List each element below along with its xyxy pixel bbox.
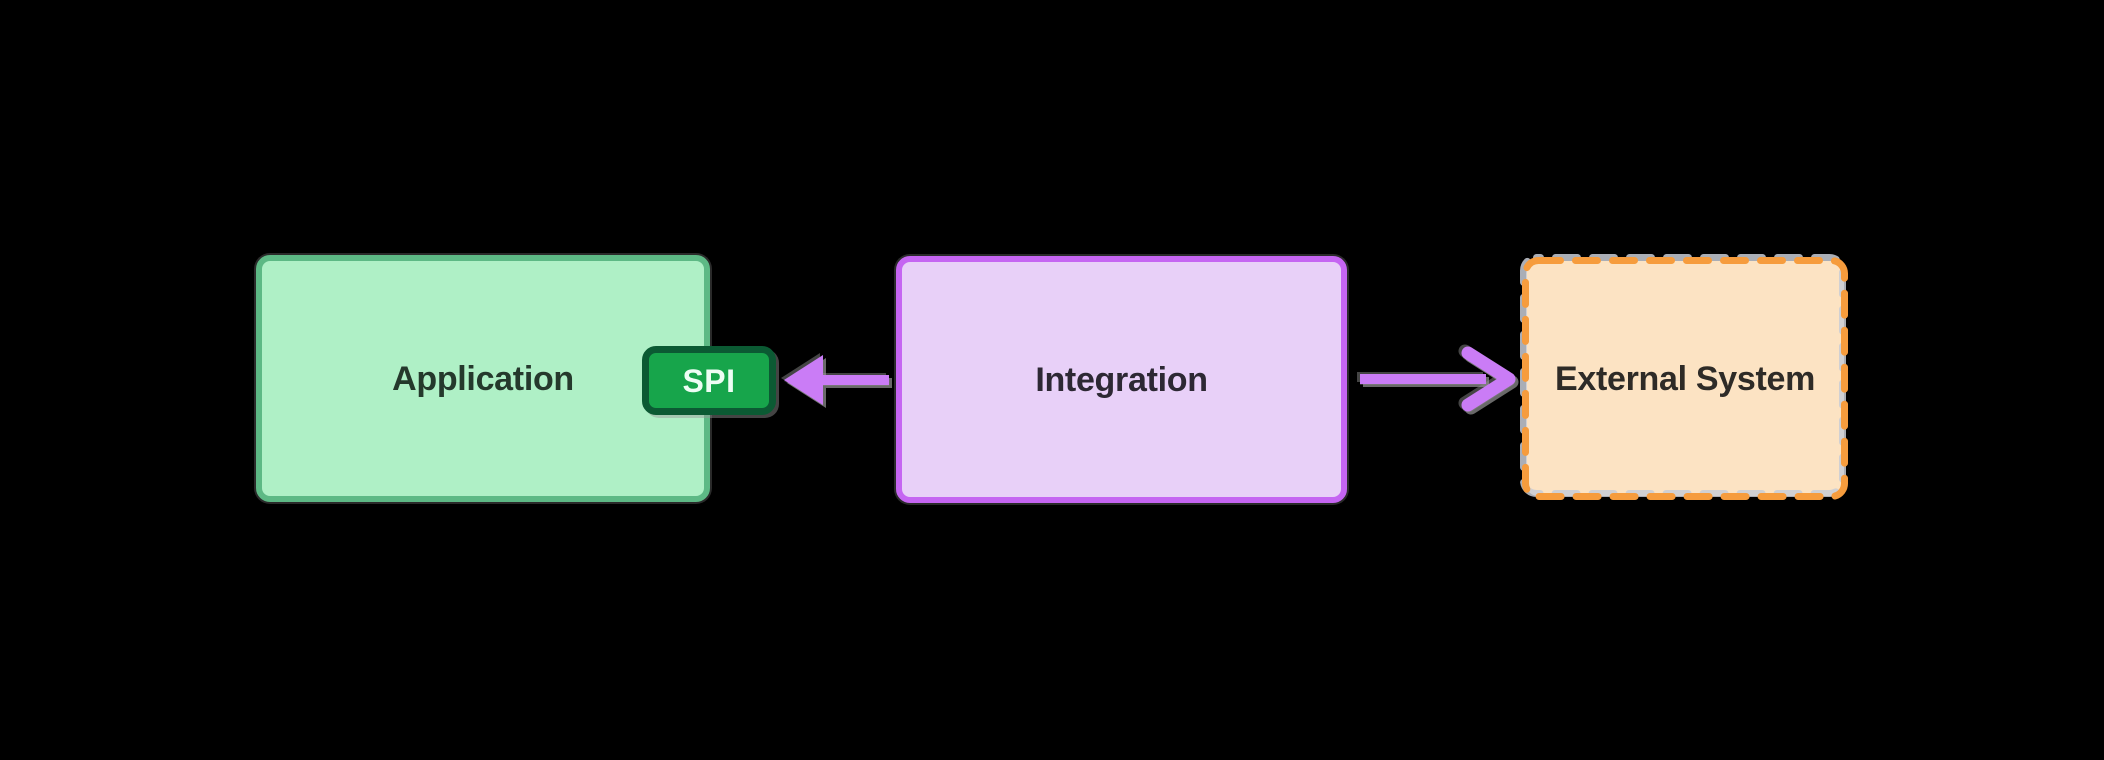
external-dash-border [1522, 257, 1848, 500]
application-label: Application [392, 359, 574, 398]
arrow-integration-to-spi [784, 355, 889, 405]
arrow-integration-to-external [1360, 346, 1516, 412]
external-fill [1526, 261, 1844, 496]
arrowhead-triangle-icon [784, 355, 823, 405]
arrow-shaft [820, 375, 889, 385]
external-system-label: External System [1554, 359, 1816, 398]
spi-label: SPI [682, 362, 736, 399]
external-system-dashed-frame [1520, 254, 1848, 500]
arrow-shaft [1360, 374, 1486, 384]
node-integration: Integration [896, 256, 1347, 503]
arrowhead-chevron-icon [1461, 346, 1516, 412]
integration-label: Integration [1035, 360, 1208, 399]
node-application: Application [256, 255, 710, 502]
node-external-system: External System [1520, 254, 1848, 500]
spi-badge: SPI [642, 346, 776, 415]
